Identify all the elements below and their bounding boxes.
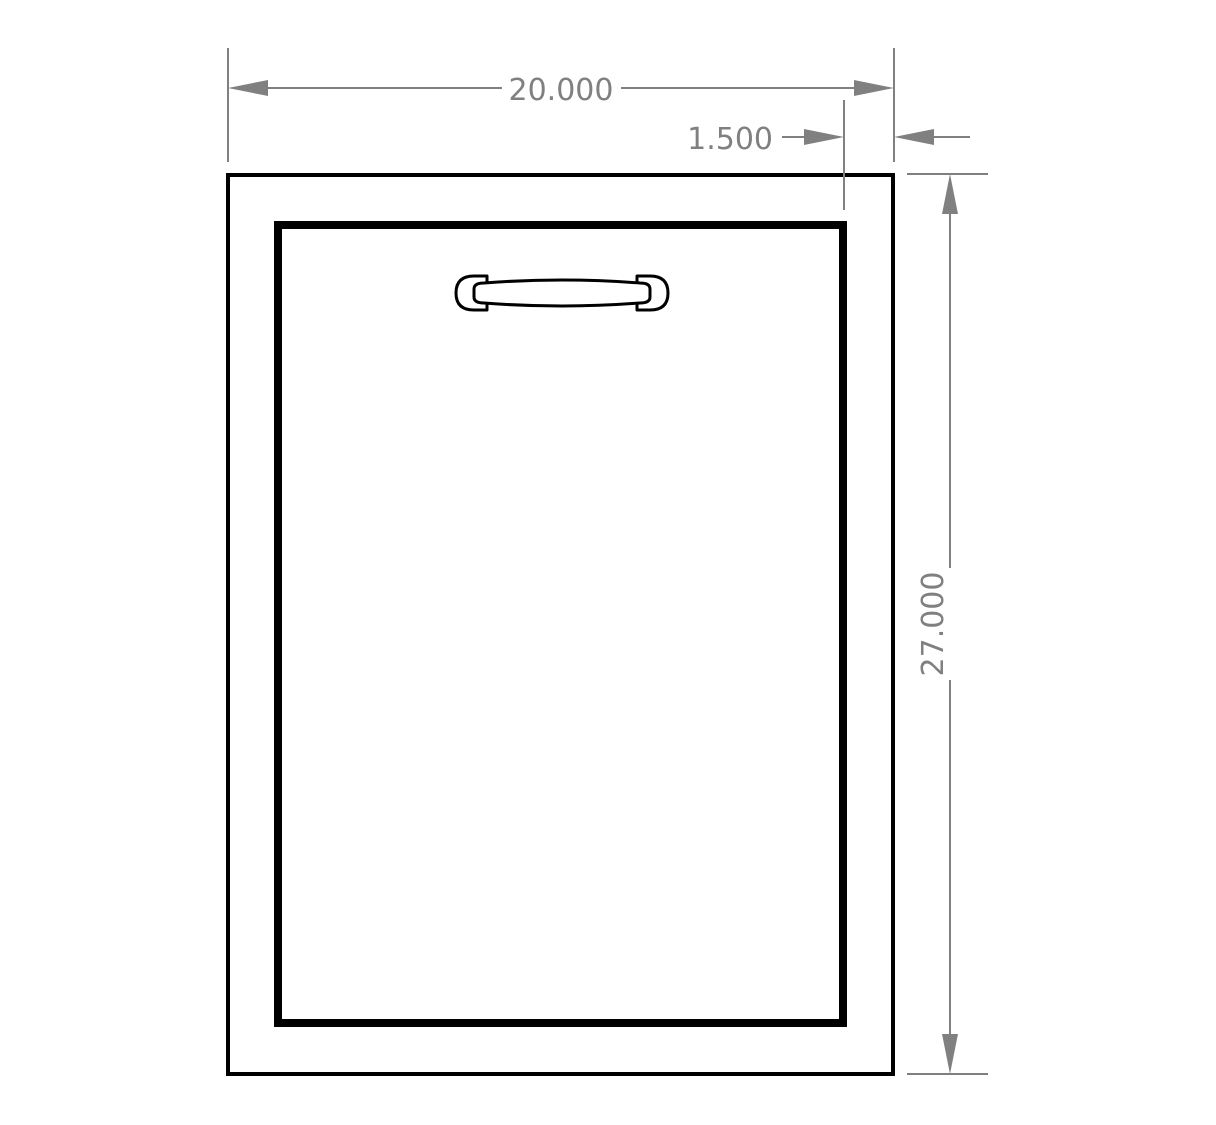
dimension-overall-width: [227, 48, 895, 162]
arrowhead-width-left: [228, 80, 268, 96]
arrowhead-height-top: [942, 174, 958, 214]
handle-grip: [472, 278, 652, 308]
arrowhead-frame-right: [894, 129, 934, 145]
inner-panel: [274, 221, 847, 1027]
arrowhead-height-bottom: [942, 1034, 958, 1074]
outer-frame: [226, 173, 895, 1076]
arrowhead-width-right: [854, 80, 894, 96]
dimension-frame-width: [782, 100, 970, 210]
dimension-label-height: 27.000: [916, 572, 951, 677]
dimension-label-width: 20.000: [509, 73, 614, 108]
dimension-overall-height: [907, 173, 988, 1075]
door-handle: [454, 274, 670, 312]
arrowhead-frame-left: [804, 129, 844, 145]
dimension-label-frame: 1.500: [687, 122, 773, 157]
